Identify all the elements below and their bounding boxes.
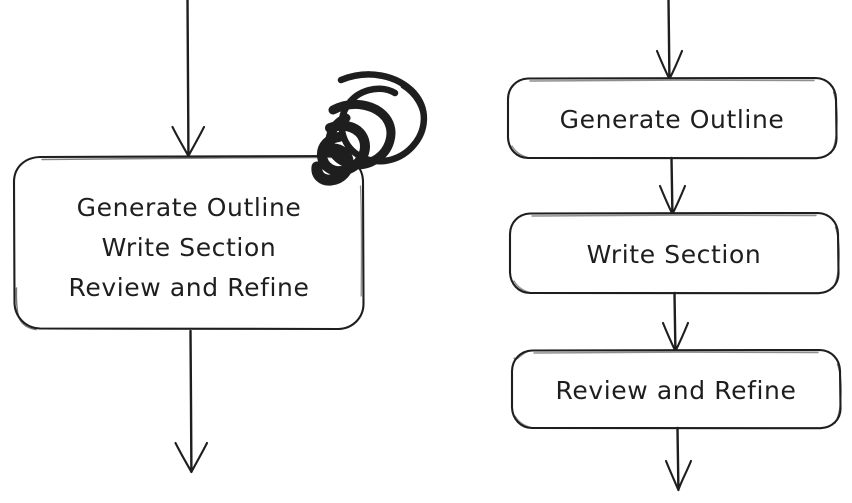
left-outgoing-arrow — [174, 329, 209, 474]
right-outgoing-arrow — [664, 426, 693, 492]
left-incoming-arrow — [171, 0, 206, 158]
connector-outline-to-write — [658, 156, 687, 216]
merged-step-node-shape[interactable] — [12, 154, 365, 331]
step-node-write-section-shape[interactable] — [508, 211, 840, 295]
connector-write-to-review — [661, 291, 690, 353]
step-node-generate-outline-shape[interactable] — [506, 76, 838, 160]
step-node-review-and-refine-shape[interactable] — [510, 348, 842, 430]
right-incoming-arrow — [655, 0, 684, 81]
scribble-annotation — [311, 71, 428, 186]
